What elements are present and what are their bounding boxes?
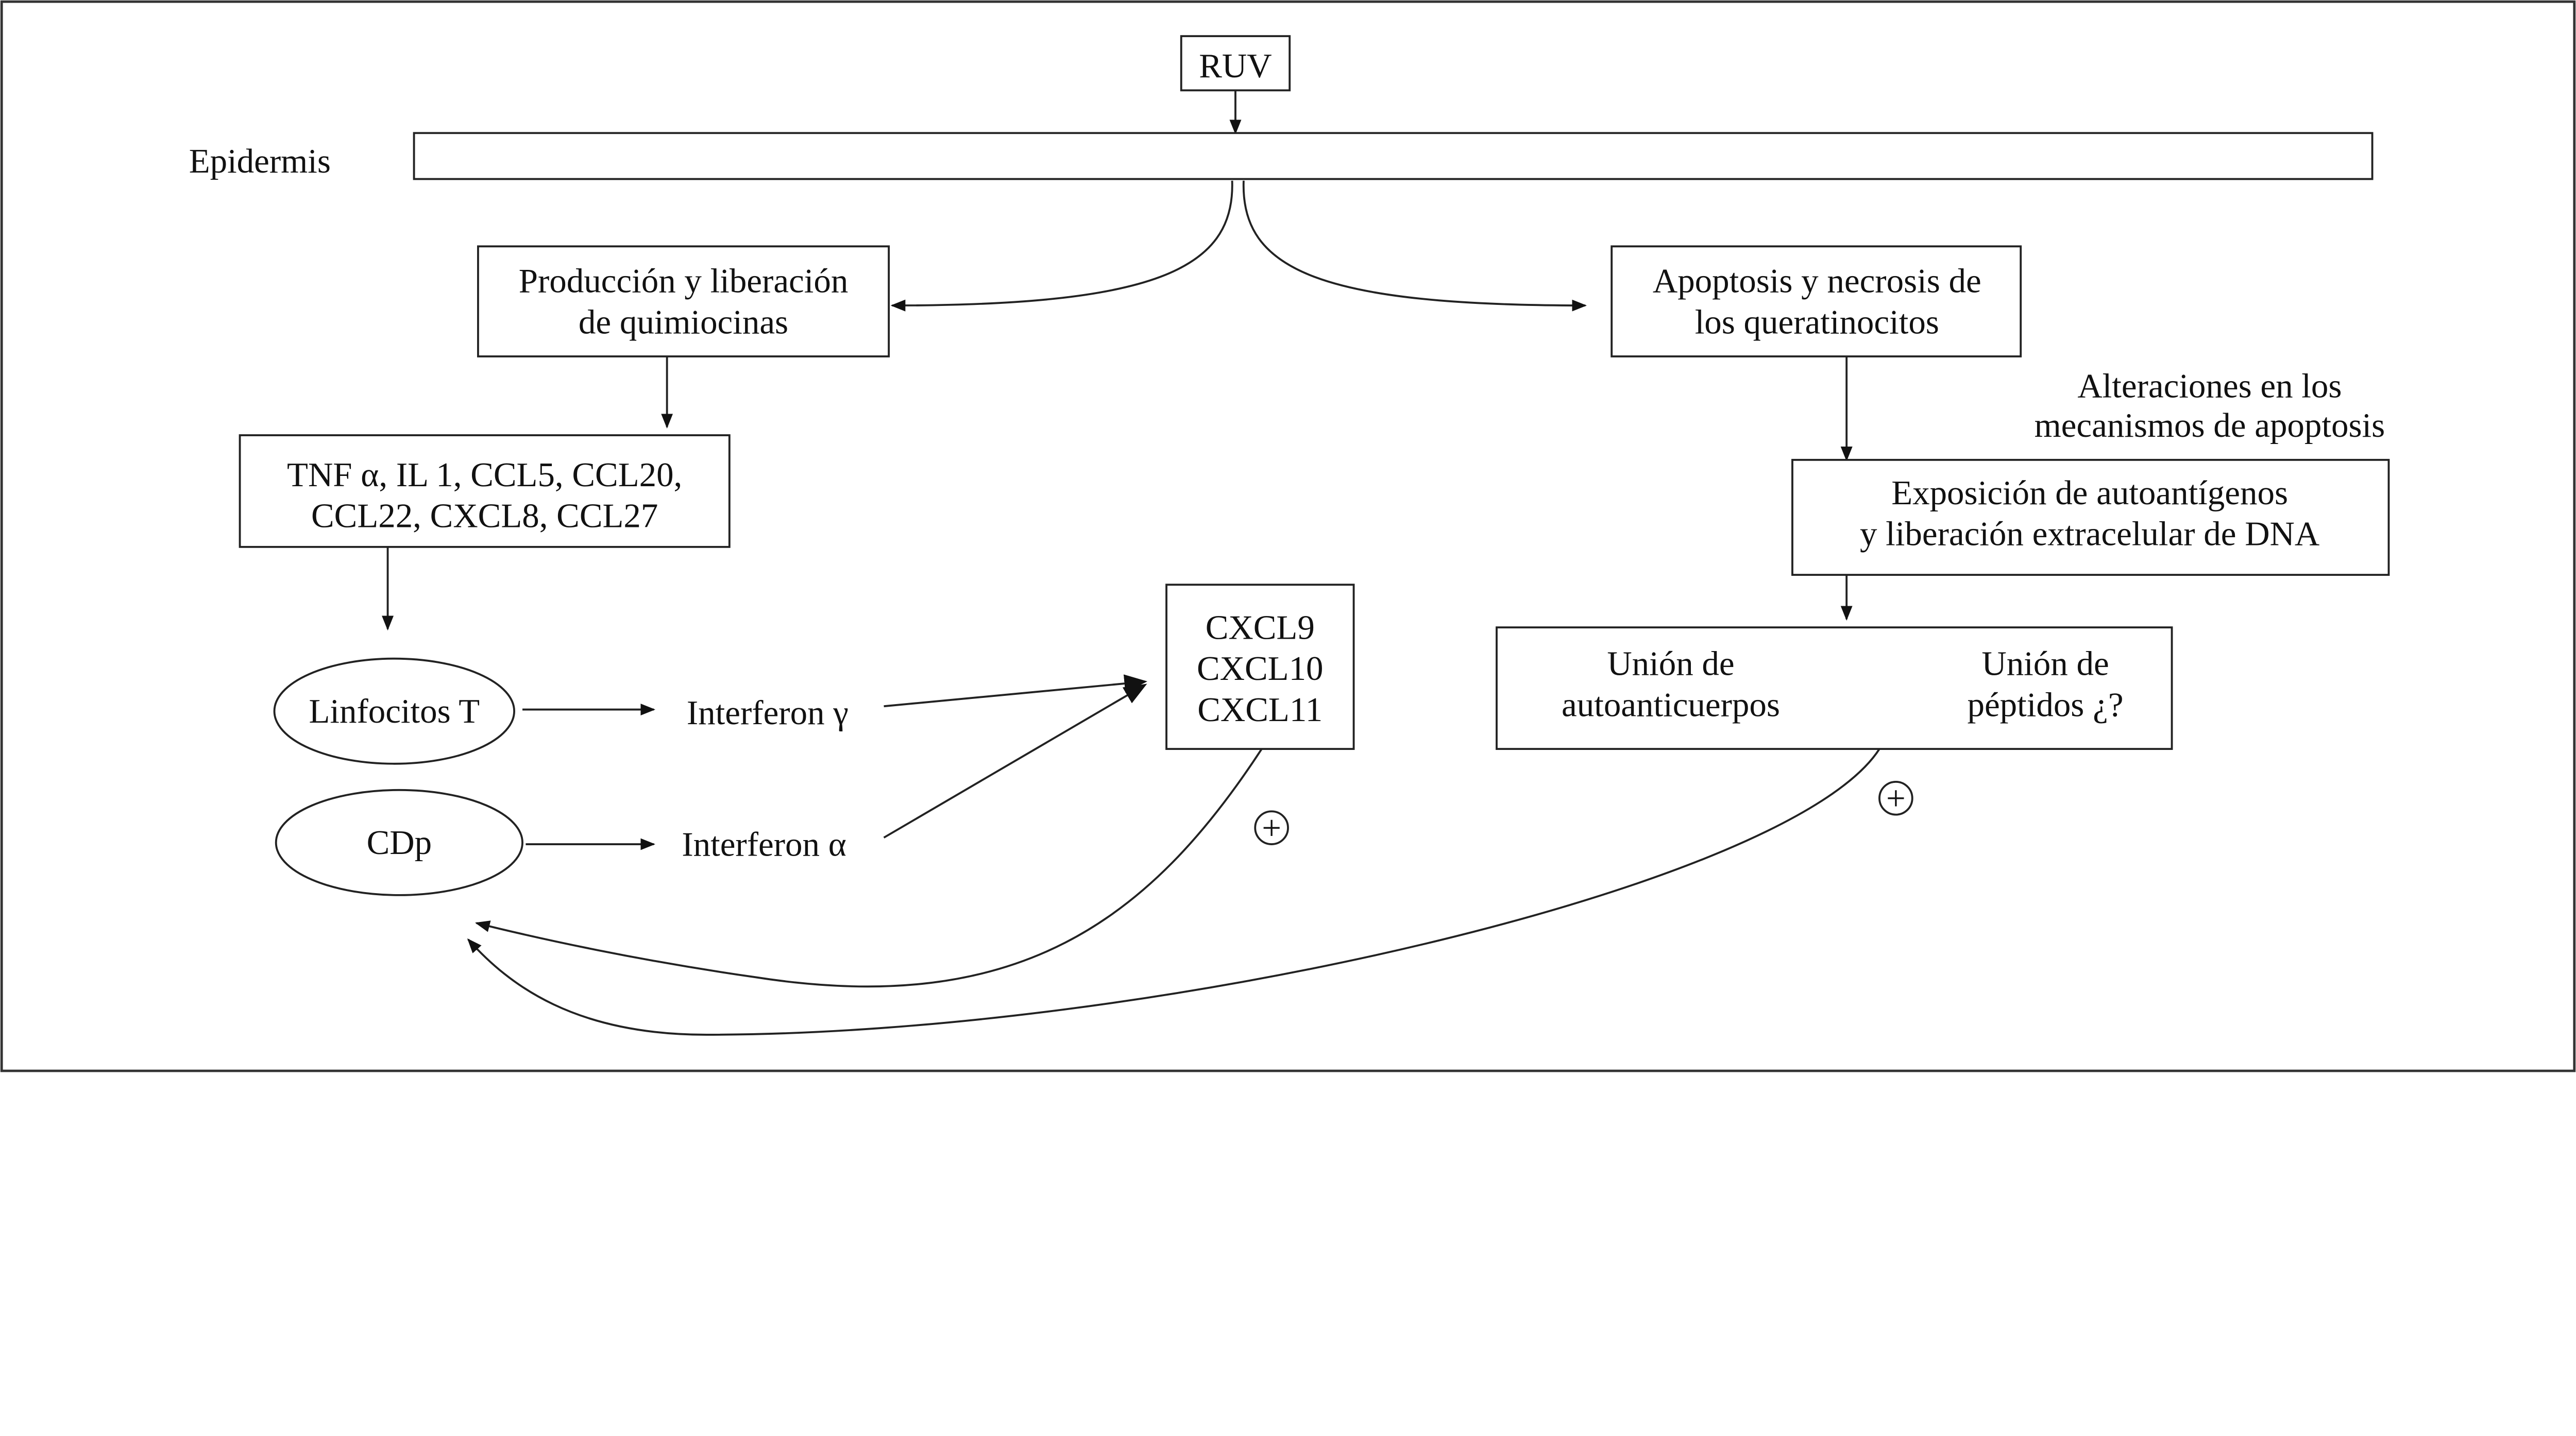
apoptosis-line2: los queratinocitos [1695, 303, 1939, 341]
produccion-line2: de quimiocinas [579, 303, 788, 341]
apoptosis-line1: Apoptosis y necrosis de [1653, 262, 1981, 300]
ifn-alfa-label: Interferon α [682, 825, 846, 863]
epidermis-label: Epidermis [189, 142, 331, 180]
diagram: RUV Epidermis Producción y liberación de… [0, 0, 2576, 1072]
union-pept-line1: Unión de [1981, 645, 2109, 683]
apoptosis-box [1611, 245, 2022, 357]
arrow-union-cdp [467, 748, 1880, 1036]
ifn-gamma-label: Interferon γ [687, 694, 849, 732]
exposicion-line1: Exposición de autoantígenos [1891, 474, 2288, 512]
diagram-container: RUV Epidermis Producción y liberación de… [0, 0, 2576, 1072]
epidermis-bar [413, 132, 2374, 180]
alteraciones-line2: mecanismos de apoptosis [2035, 406, 2385, 445]
plus-circle-cxcl [1254, 810, 1289, 845]
arrow-epidermis-apoptosis [1242, 180, 1587, 312]
citocinas-box [239, 434, 731, 548]
cdp-label: CDp [367, 824, 432, 862]
cdp-ellipse [275, 789, 523, 896]
exposicion-line2: y liberación extracelular de DNA [1860, 515, 2319, 553]
arrow-cxcl-cdp [474, 748, 1263, 988]
union-auto-line1: Unión de [1607, 645, 1734, 683]
arrow-epidermis-produccion [890, 180, 1233, 312]
citocinas-line2: CCL22, CXCL8, CCL27 [311, 497, 658, 535]
frame [0, 0, 2576, 1072]
citocinas-line1: TNF α, IL 1, CCL5, CCL20, [287, 456, 682, 494]
ruv-label: RUV [1199, 47, 1272, 85]
plus-sign-union: + [1886, 779, 1906, 817]
cxcl-line2: CXCL10 [1197, 649, 1324, 688]
plus-circle-union [1878, 780, 1913, 816]
arrow-ifna-cxcl [883, 683, 1147, 839]
union-box [1496, 626, 2173, 750]
produccion-line1: Producción y liberación [519, 262, 849, 300]
arrow-ifng-cxcl [884, 674, 1148, 708]
plus-sign-cxcl: + [1262, 809, 1281, 847]
produccion-box [477, 245, 890, 357]
linfocitos-label: Linfocitos T [309, 692, 480, 730]
linfocitos-ellipse [273, 657, 515, 765]
alteraciones-line1: Alteraciones en los [2077, 367, 2342, 405]
cxcl-box [1165, 584, 1355, 750]
cxcl-line1: CXCL9 [1206, 608, 1315, 646]
union-auto-line2: autoanticuerpos [1562, 686, 1780, 724]
cxcl-line3: CXCL11 [1197, 691, 1323, 729]
union-pept-line2: péptidos ¿? [1967, 686, 2123, 724]
exposicion-box [1791, 458, 2390, 576]
